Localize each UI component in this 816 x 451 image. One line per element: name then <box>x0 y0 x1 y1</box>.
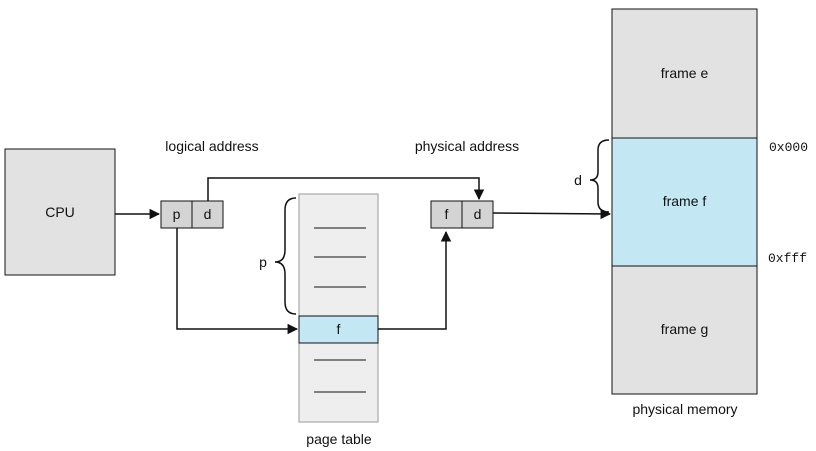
logical-address-caption: logical address <box>165 138 258 154</box>
page-index-brace <box>274 197 297 315</box>
physical-memory: frame e frame f frame g <box>611 8 758 395</box>
logical-offset-field: d <box>204 206 212 222</box>
frame-g <box>611 265 758 395</box>
offset-copy-arrow <box>207 177 485 201</box>
cpu-box: CPU <box>4 148 116 276</box>
physical-offset-field: d <box>474 206 482 222</box>
frame-end-address: 0xfff <box>768 251 807 266</box>
frame-g-label: frame g <box>661 321 708 337</box>
physical-address-box: f d <box>430 200 494 229</box>
frame-e <box>611 8 758 139</box>
physical-frame-field: f <box>445 206 449 222</box>
logical-address-box: p d <box>160 200 224 229</box>
page-table-entry <box>298 315 379 344</box>
frame-e-label: frame e <box>661 65 709 81</box>
logical-page-field: p <box>173 206 181 222</box>
page-table-caption: page table <box>306 431 372 447</box>
frame-f-label: frame f <box>663 193 707 209</box>
offset-brace <box>589 139 610 213</box>
physical-to-memory-arrow <box>492 208 612 220</box>
page-table-entry-label: f <box>337 321 341 337</box>
frame-start-address: 0x000 <box>769 140 808 155</box>
offset-brace-label: d <box>574 172 582 188</box>
cpu-label: CPU <box>45 204 75 220</box>
frame-f <box>611 137 758 267</box>
physical-address-caption: physical address <box>415 138 519 154</box>
frame-number-arrow <box>378 230 452 330</box>
physical-memory-caption: physical memory <box>632 401 737 417</box>
page-table: f <box>298 193 379 423</box>
page-lookup-arrow <box>176 228 299 335</box>
page-index-brace-label: p <box>259 254 267 270</box>
